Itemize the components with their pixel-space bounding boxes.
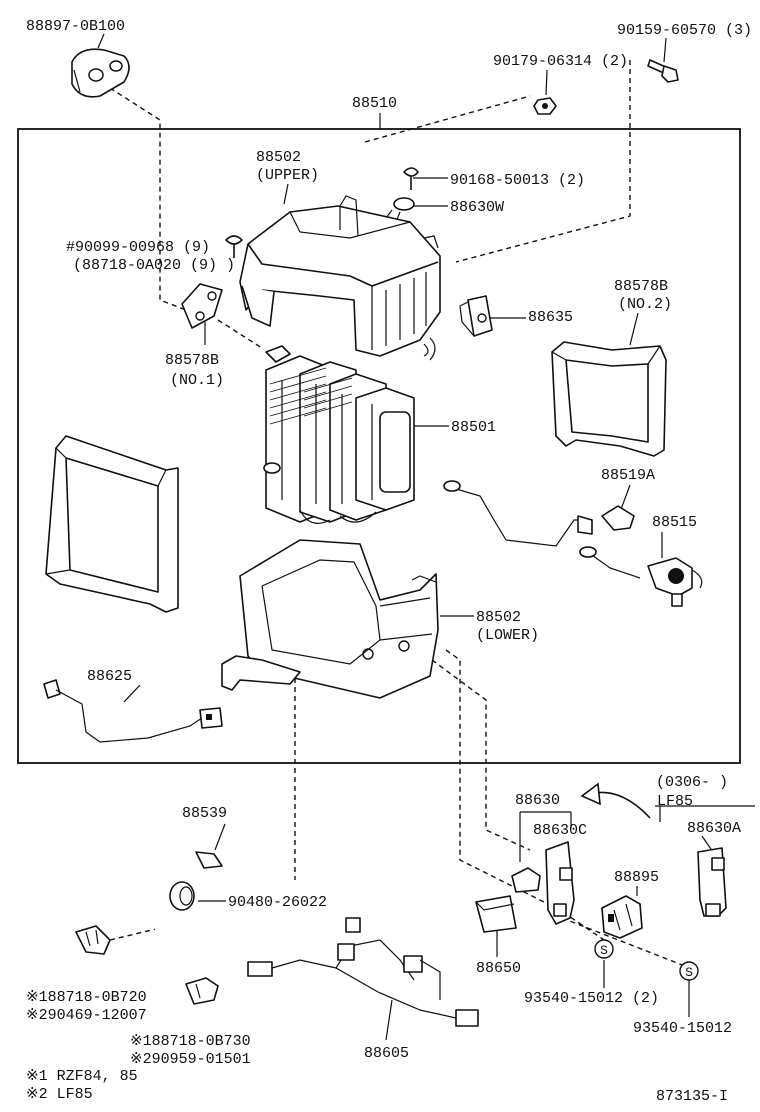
label-88578b-no1: 88578B	[165, 352, 219, 369]
bracket-88630a	[697, 847, 727, 917]
label-88501: 88501	[451, 419, 496, 436]
nut-icon	[533, 97, 557, 115]
clamp-188718-0b730	[185, 977, 219, 1005]
label-93540-a: 93540-15012 (2)	[524, 990, 659, 1007]
label-90168: 90168-50013 (2)	[450, 172, 585, 189]
clip-88635	[459, 295, 493, 337]
bolt-icon	[647, 59, 679, 83]
label-93540-b: 93540-15012	[633, 1020, 732, 1037]
grommet-88897	[71, 48, 130, 98]
label-290959: ※290959-01501	[130, 1051, 251, 1068]
filter-frame	[45, 435, 179, 613]
s-mark-label: S	[685, 965, 693, 980]
dashed-reference-lines	[109, 60, 691, 969]
label-88630: 88630	[515, 792, 560, 809]
label-88630w: 88630W	[450, 199, 504, 216]
label-88519a: 88519A	[601, 467, 655, 484]
label-0306: (0306- )	[656, 774, 728, 791]
label-88897: 88897-0B100	[26, 18, 125, 35]
label-88630c: 88630C	[533, 822, 587, 839]
label-88502-upper: 88502	[256, 149, 301, 166]
expansion-valve-88515	[443, 480, 703, 607]
hose-88539	[126, 832, 223, 1007]
label-88515: 88515	[652, 514, 697, 531]
screw-icon	[225, 235, 243, 258]
diagram-reference: 873135-I	[656, 1088, 728, 1105]
label-90480: 90480-26022	[228, 894, 327, 911]
label-88510: 88510	[352, 95, 397, 112]
label-90179: 90179-06314 (2)	[493, 53, 628, 70]
label-290469: ※290469-12007	[26, 1007, 147, 1024]
label-no1: (NO.1)	[170, 372, 224, 389]
label-upper: (UPPER)	[256, 167, 319, 184]
upper-case-88502	[239, 195, 441, 361]
grommet-90480	[169, 881, 195, 911]
label-88635: 88635	[528, 309, 573, 326]
note-1: ※1 RZF84, 85	[26, 1068, 138, 1085]
bracket-88578b-no1	[181, 283, 223, 329]
s-mark-label: S	[600, 943, 608, 958]
label-no2: (NO.2)	[618, 296, 672, 313]
label-88630a: 88630A	[687, 820, 741, 837]
lower-case-88502	[221, 539, 439, 699]
leader-lines	[97, 33, 755, 1041]
label-88625: 88625	[87, 668, 132, 685]
label-90099: #90099-00968 (9)	[66, 239, 210, 256]
label-88578b-no2: 88578B	[614, 278, 668, 295]
label-88605: 88605	[364, 1045, 409, 1062]
label-lower: (LOWER)	[476, 627, 539, 644]
label-88502-lower: 88502	[476, 609, 521, 626]
relay-88895	[601, 895, 643, 939]
screw-mark-a: S	[594, 939, 614, 959]
label-90159: 90159-60570 (3)	[617, 22, 752, 39]
screw-mark-b: S	[679, 961, 699, 981]
note-2: ※2 LF85	[26, 1086, 93, 1103]
cover-88578b-no2	[551, 341, 667, 457]
harness-88605	[247, 917, 479, 1027]
label-188718-b720: ※188718-0B720	[26, 989, 147, 1006]
label-lf85: LF85	[657, 793, 693, 810]
label-88650: 88650	[476, 960, 521, 977]
label-88895: 88895	[614, 869, 659, 886]
label-188718-b730: ※188718-0B730	[130, 1033, 251, 1050]
sensor-88625	[43, 679, 223, 743]
label-88718a: (88718-0A020 (9) )	[73, 257, 235, 274]
bracket-88630c	[545, 841, 575, 925]
amplifier-88630	[475, 867, 541, 933]
screw-icon	[403, 167, 419, 190]
evaporator-88501	[263, 345, 415, 524]
clamp-188718-0b720	[75, 925, 111, 955]
label-88539: 88539	[182, 805, 227, 822]
curved-arrow-icon	[580, 782, 651, 819]
assembly-frame	[17, 128, 741, 764]
